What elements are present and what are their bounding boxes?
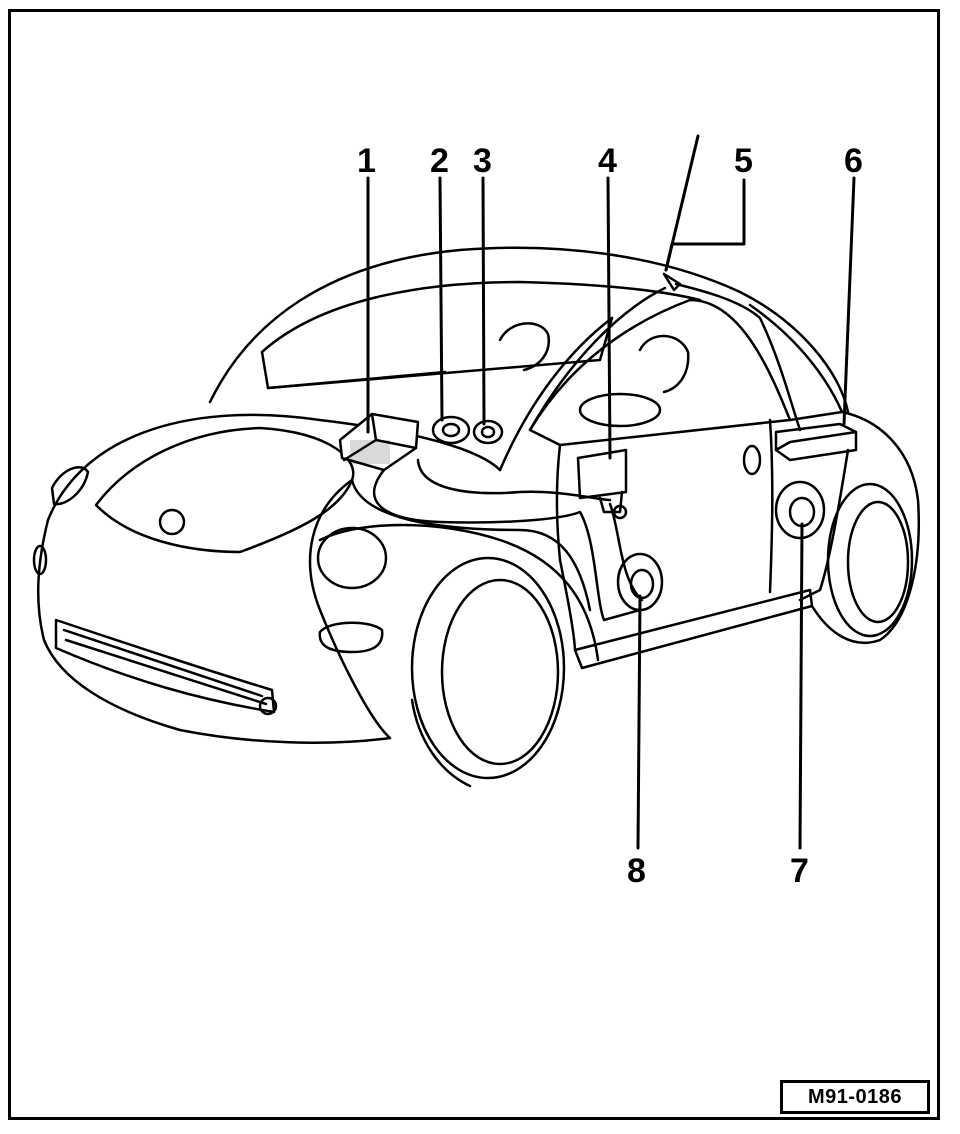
callout-1: 1: [357, 142, 376, 180]
figure-frame: [8, 9, 940, 1120]
car-body: [32, 246, 920, 788]
components: [338, 272, 858, 622]
callout-3: 3: [473, 142, 492, 180]
callout-labels: 1 2 3 4 5 6 7 8: [357, 142, 863, 890]
callout-7: 7: [790, 852, 809, 890]
callout-5: 5: [734, 142, 753, 180]
callout-2: 2: [430, 142, 449, 180]
figure-code: M91-0186: [780, 1080, 930, 1114]
callout-6: 6: [844, 142, 863, 180]
callout-8: 8: [627, 852, 646, 890]
callout-4: 4: [598, 142, 617, 180]
leader-lines: [366, 134, 856, 850]
